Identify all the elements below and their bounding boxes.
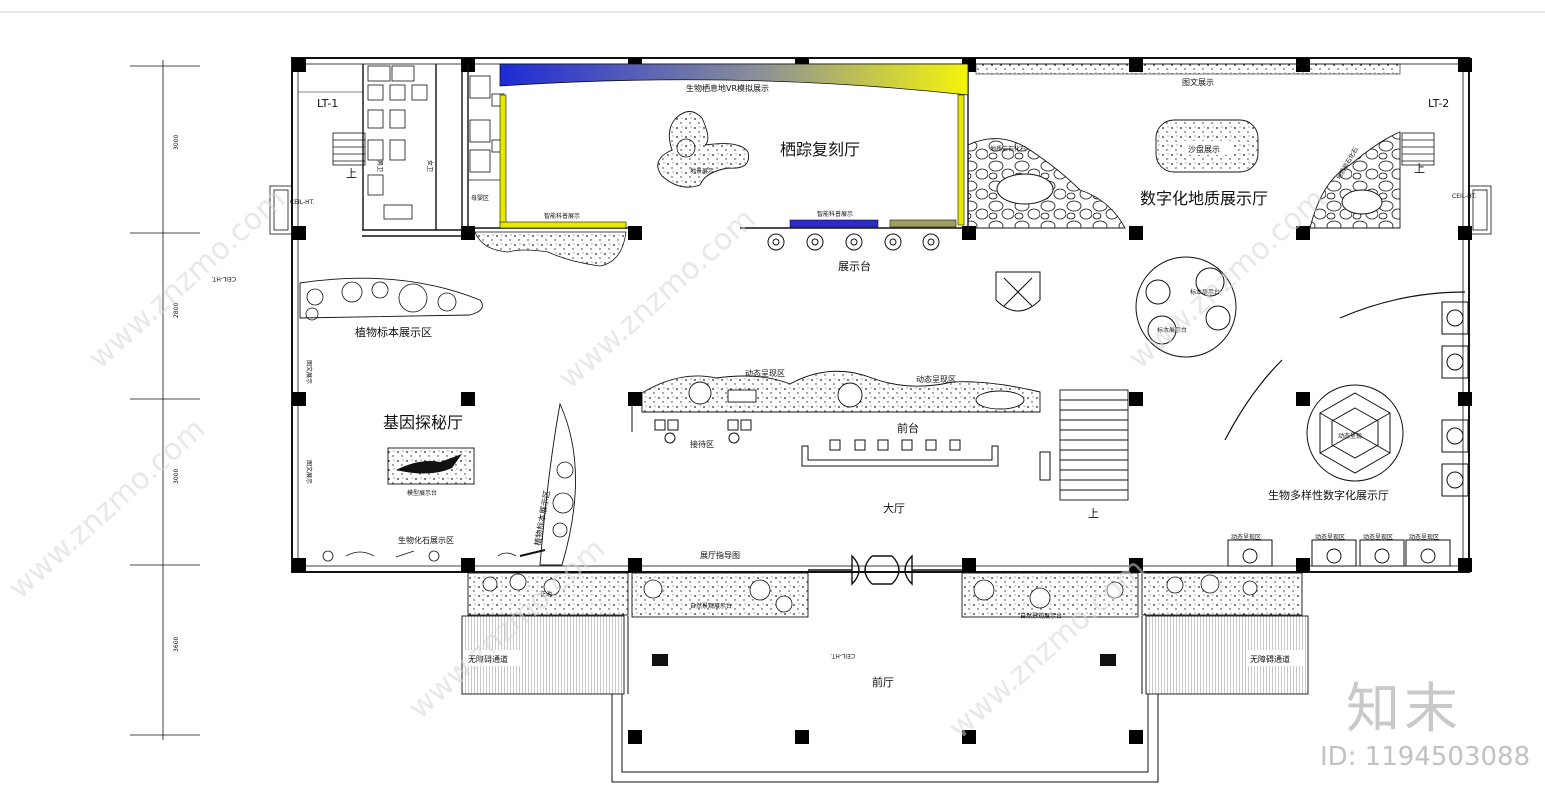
planter-side-right: [1141, 572, 1303, 616]
reception-label: 接待区: [690, 439, 714, 449]
watermark-text-2: www.znzmo.com: [552, 202, 762, 396]
graphic-display-top-label: 图文展示: [1182, 77, 1214, 87]
display-platform-stools: [767, 233, 940, 251]
fossil-icons: [322, 549, 546, 562]
up-label-2: 上: [1414, 162, 1425, 175]
watermark-text-1: www.znzmo.com: [82, 182, 292, 376]
graphic-display-left-label-1: 图文展示: [305, 360, 313, 384]
dim-text-4: 3600: [173, 637, 180, 652]
landscape-label: 地景展示: [690, 167, 714, 175]
geo-rock-left-label: 地质岩石化石: [990, 145, 1026, 153]
accessible-right-label: 无障碍通道: [1250, 654, 1290, 664]
kiosk: [995, 271, 1041, 312]
geology-hall-title: 数字化地质展示厅: [1140, 189, 1268, 208]
natural-landscape-label-2: 自然景观展示台: [1020, 612, 1062, 620]
dimension-line: [130, 60, 200, 740]
gene-hall-title: 基因探秘厅: [383, 413, 463, 432]
watermark-text-4: www.znzmo.com: [2, 412, 212, 606]
up-label-1: 上: [346, 167, 357, 180]
interior-walls: [298, 64, 969, 237]
watermark-text-3: www.znzmo.com: [1122, 182, 1332, 376]
dynamic-display-shapes: [688, 381, 1025, 410]
dynamic-label-1: 动态呈现区: [745, 368, 785, 378]
dim-text-1: 3000: [173, 135, 180, 150]
smart-display-label-2: 智能科普展示: [817, 210, 853, 218]
landscape-island: [657, 111, 750, 188]
up-label-3: 上: [1088, 507, 1099, 520]
side-displays: [1441, 301, 1469, 497]
ceil-label-1: CEIL-HT.: [290, 199, 315, 206]
flowerbed-label: 花池: [540, 590, 552, 598]
dynamic-small-label-1: 动态呈现区: [1231, 533, 1261, 541]
plant-specimen-vertical: [539, 402, 576, 566]
curved-partitions: [1224, 291, 1466, 441]
specimen-table-label-1: 标本展示台: [1190, 288, 1220, 296]
display-panels: [499, 94, 965, 229]
vertical-plant-icons: [552, 461, 574, 538]
guide-map-label: 展厅指导图: [700, 550, 740, 560]
small-dynamic-boxes: [1227, 539, 1451, 567]
main-stair: [1059, 389, 1129, 501]
front-desk-label: 前台: [897, 421, 919, 435]
side-doors: [269, 185, 1492, 235]
vr-display-label: 生物栖息地VR模拟展示: [686, 83, 769, 93]
ceil-label-4: CEIL-HT.: [830, 652, 855, 659]
graphic-display-left-label-2: 图文展示: [305, 460, 313, 484]
plant-specimen-zone: [299, 277, 483, 319]
reception-seats: [654, 419, 752, 444]
natural-landscape-label-1: 自然景观展示台: [690, 602, 732, 610]
wc-women-label: 女卫: [426, 160, 434, 172]
specimen-round-table: [1135, 256, 1237, 358]
lobby-label: 大厅: [883, 501, 905, 515]
planter-bed: [474, 231, 627, 267]
biodiversity-hall-title: 生物多样性数字化展示厅: [1268, 488, 1389, 502]
lt1-label: LT-1: [317, 97, 338, 110]
dynamic-label-2: 动态呈现区: [916, 374, 956, 384]
vr-display-strip: [499, 63, 969, 96]
crocodile-icon: [396, 454, 462, 474]
nursing-room-label: 母婴区: [471, 195, 489, 202]
wc-men-label: 男卫: [376, 160, 383, 172]
lt2-label: LT-2: [1428, 97, 1449, 110]
shrub-icons: [482, 573, 1258, 613]
plant-specimen-label: 植物标本展示区: [355, 325, 432, 339]
ceil-label-2: CEIL-HT.: [211, 275, 236, 282]
dynamic-small-label-2: 动态呈现区: [1315, 533, 1345, 541]
accessible-left-label: 无障碍通道: [468, 654, 508, 664]
sandtable-label: 沙盘展示: [1188, 144, 1220, 154]
hex-display-label: 动态呈现: [1338, 432, 1362, 440]
plant-icons: [305, 281, 457, 321]
ceil-label-3: CEIL-HT.: [1452, 193, 1477, 200]
model-platform-label: 模型展示台: [407, 489, 437, 497]
front-hall-outline: [611, 616, 1159, 783]
front-hall-label: 前厅: [872, 675, 894, 689]
graphic-wall-top: [975, 63, 1401, 75]
stair-lt2: [1401, 132, 1435, 166]
dim-text-3: 3000: [173, 469, 180, 484]
display-platform-label: 展示台: [838, 259, 871, 273]
smart-display-label-1: 智能科普展示: [544, 212, 580, 220]
specimen-table-label-2: 标本展示台: [1157, 326, 1187, 334]
dim-text-2: 2800: [173, 303, 180, 318]
toilet-fixtures: [367, 65, 505, 220]
dynamic-small-label-4: 动态呈现区: [1409, 533, 1439, 541]
habitat-hall-title: 栖踪复刻厅: [780, 140, 860, 159]
hex-display: [1306, 384, 1404, 482]
watermark-logo: 知末: [1346, 677, 1462, 740]
front-desk: [801, 439, 999, 467]
bench-icons: [652, 654, 1116, 666]
stair-lt1: [332, 132, 366, 166]
watermark-id: ID: 1194503088: [1320, 742, 1531, 772]
fossil-display-label: 生物化石展示区: [398, 535, 454, 545]
dynamic-small-label-3: 动态呈现区: [1363, 533, 1393, 541]
main-entrance-doors: [808, 554, 962, 586]
